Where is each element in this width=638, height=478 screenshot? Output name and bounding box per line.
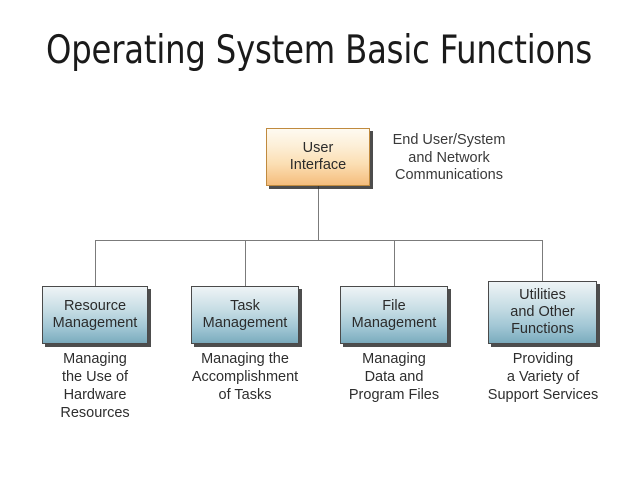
connector-drop-file-management	[394, 240, 395, 286]
root-annotation-line-3: Communications	[395, 167, 503, 183]
node-task-management[interactable]: Task Management	[191, 286, 299, 344]
node-file-management-line-2: Management	[351, 315, 437, 331]
caption-utilities: Providing a Variety of Support Services	[466, 350, 620, 404]
caption-resource-management-line-2: the Use of	[61, 369, 129, 385]
connector-horizontal-bus	[95, 240, 543, 241]
node-utilities-line-2: and Other	[510, 304, 575, 320]
caption-resource-management-line-3: Hardware	[63, 387, 127, 403]
node-task-management-line-1: Task	[230, 298, 260, 314]
caption-utilities-line-2: a Variety of	[506, 369, 580, 385]
root-annotation: End User/System and Network Communicatio…	[378, 132, 520, 185]
node-user-interface-line-1: User	[302, 140, 334, 156]
caption-task-management-line-1: Managing the	[201, 351, 289, 367]
caption-task-management: Managing the Accomplishment of Tasks	[172, 350, 318, 404]
node-user-interface-line-2: Interface	[289, 157, 347, 173]
caption-file-management-line-1: Managing	[362, 351, 426, 367]
node-file-management-line-1: File	[382, 298, 406, 314]
connector-drop-task-management	[245, 240, 246, 286]
node-resource-management-line-2: Management	[52, 315, 138, 331]
node-utilities-line-3: Functions	[511, 321, 574, 337]
caption-file-management-line-3: Program Files	[348, 387, 440, 403]
caption-task-management-line-2: Accomplishment	[191, 369, 299, 385]
root-annotation-line-2: and Network	[408, 149, 490, 166]
root-annotation-line-1: End User/System	[392, 132, 506, 148]
node-utilities-line-1: Utilities	[519, 287, 566, 303]
connector-drop-utilities	[542, 240, 543, 281]
caption-file-management: Managing Data and Program Files	[320, 350, 468, 404]
page-title: Operating System Basic Functions	[45, 28, 593, 73]
node-resource-management[interactable]: Resource Management	[42, 286, 148, 344]
caption-utilities-line-3: Support Services	[487, 387, 599, 403]
connector-root-stem	[318, 186, 319, 241]
node-user-interface[interactable]: User Interface	[266, 128, 370, 186]
caption-resource-management-line-1: Managing	[63, 351, 127, 367]
connector-drop-resource-management	[95, 240, 96, 286]
node-resource-management-line-1: Resource	[63, 298, 127, 314]
node-task-management-line-2: Management	[202, 315, 288, 331]
caption-file-management-line-2: Data and	[364, 369, 424, 385]
node-file-management[interactable]: File Management	[340, 286, 448, 344]
caption-utilities-line-1: Providing	[512, 351, 574, 367]
node-utilities[interactable]: Utilities and Other Functions	[488, 281, 597, 344]
caption-task-management-line-3: of Tasks	[218, 387, 272, 403]
caption-resource-management-line-4: Resources	[60, 405, 130, 421]
caption-resource-management: Managing the Use of Hardware Resources	[25, 350, 165, 422]
